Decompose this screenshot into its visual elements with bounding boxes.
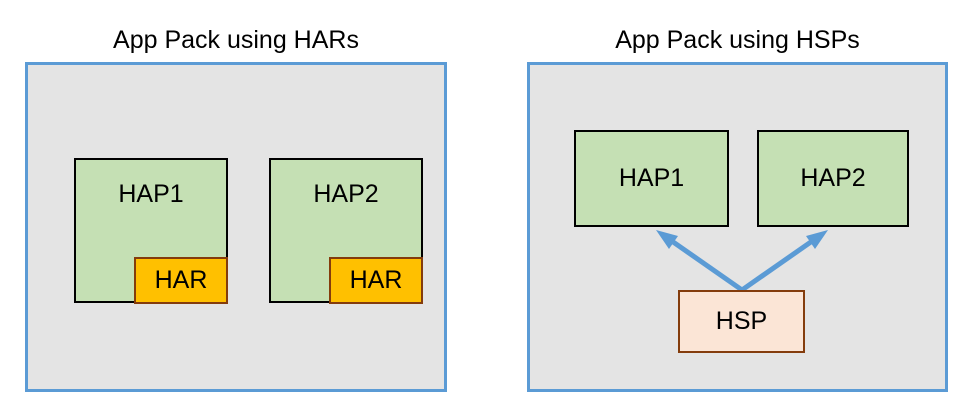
module-label: HSP [715, 307, 768, 335]
module-har-in-hap1[interactable]: HAR [134, 257, 228, 304]
app-pack-panel-har: HAP1 HAR HAP2 HAR [25, 62, 447, 392]
module-har-in-hap2[interactable]: HAR [329, 257, 423, 304]
arrow-hsp-to-hap1 [656, 230, 744, 293]
module-hap2-hsp-pack[interactable]: HAP2 [757, 130, 909, 227]
module-label: HAP2 [800, 164, 866, 192]
panel-title-hsp-pack: App Pack using HSPs [615, 26, 860, 54]
module-label: HAP1 [618, 164, 685, 192]
module-label: HAR [349, 266, 403, 294]
panel-title-har-pack: App Pack using HARs [113, 26, 359, 54]
arrow-hsp-to-hap2 [740, 230, 828, 293]
app-pack-panel-hsp: HAP1 HAP2 HSP [527, 62, 948, 392]
module-hap1-hsp-pack[interactable]: HAP1 [574, 130, 729, 227]
module-label: HAP1 [118, 180, 184, 208]
module-hsp[interactable]: HSP [678, 290, 805, 353]
module-label: HAP2 [313, 180, 379, 208]
module-label: HAR [154, 266, 208, 294]
